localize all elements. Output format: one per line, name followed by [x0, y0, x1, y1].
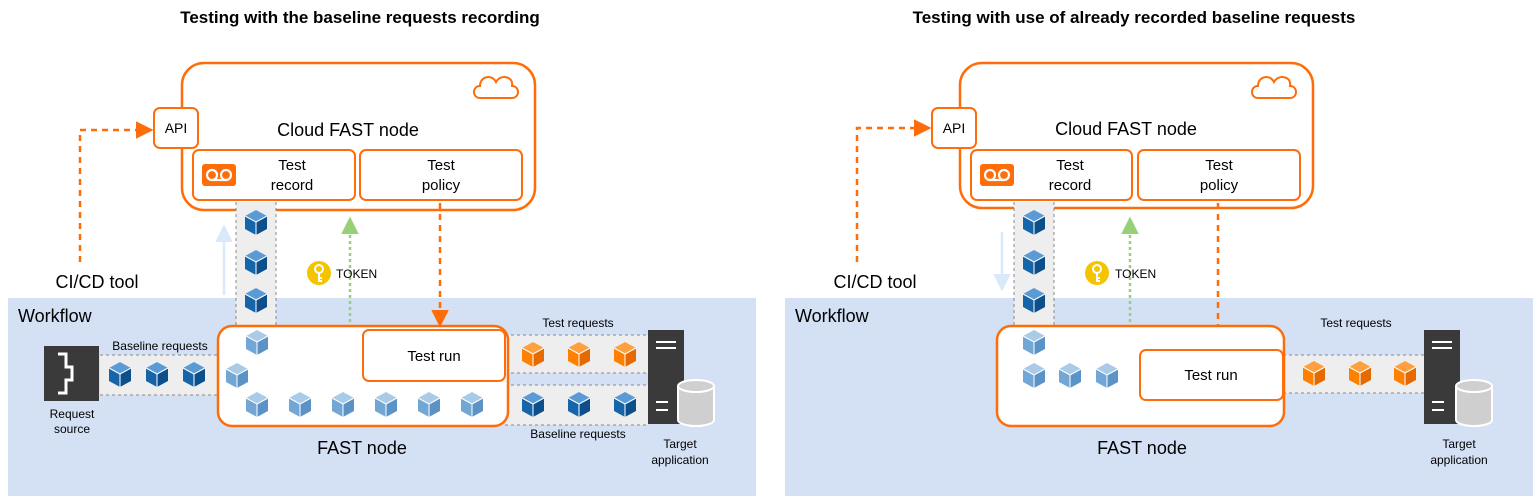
left-test-record-line2: record [271, 177, 314, 194]
right-token-label: TOKEN [1115, 267, 1156, 281]
right-test-record-box [970, 149, 1133, 201]
right-fast-node-label: FAST node [1097, 438, 1187, 458]
database-icon [1455, 379, 1493, 427]
left-token-label: TOKEN [336, 267, 377, 281]
left-test-run-box [362, 329, 506, 382]
right-test-policy-box [1137, 149, 1301, 201]
request-source-line1: Request [50, 407, 95, 421]
request-source-icon [44, 346, 99, 401]
left-test-policy-line1: Test [427, 157, 455, 174]
right-test-requests-label: Test requests [1320, 316, 1391, 330]
right-title: Testing with use of already recorded bas… [913, 8, 1356, 27]
left-cloud-node-label: Cloud FAST node [277, 120, 419, 140]
right-test-record-line1: Test [1056, 157, 1084, 174]
right-api-label: API [943, 120, 966, 136]
right-test-run-box [1139, 349, 1284, 401]
request-source-line2: source [54, 422, 90, 436]
left-target-line2: application [651, 453, 708, 467]
left-test-requests-label: Test requests [542, 316, 613, 330]
left-api-label: API [165, 120, 188, 136]
right-cloud-node-label: Cloud FAST node [1055, 119, 1197, 139]
server-icon [1423, 329, 1461, 425]
record-icon [978, 162, 1016, 188]
left-test-record-line1: Test [278, 157, 306, 174]
left-cicd-label: CI/CD tool [55, 272, 138, 292]
left-workflow-label: Workflow [18, 306, 93, 326]
right-panel: Testing with use of already recorded bas… [785, 8, 1533, 496]
left-fast-node-label: FAST node [317, 438, 407, 458]
right-workflow-label: Workflow [795, 306, 870, 326]
left-test-policy-box [359, 149, 523, 201]
record-icon [200, 162, 238, 188]
right-test-record-line2: record [1049, 177, 1092, 194]
left-target-line1: Target [663, 437, 697, 451]
left-test-policy-line2: policy [422, 177, 461, 194]
right-test-policy-line1: Test [1205, 157, 1233, 174]
database-icon [677, 379, 715, 427]
right-target-line1: Target [1442, 437, 1476, 451]
left-test-record-box [192, 149, 356, 201]
left-baseline-out-label: Baseline requests [530, 427, 625, 441]
right-api-box [931, 107, 977, 149]
left-baseline-in-label: Baseline requests [112, 339, 207, 353]
right-test-run-label: Test run [1184, 367, 1237, 384]
right-test-policy-line2: policy [1200, 177, 1239, 194]
left-title: Testing with the baseline requests recor… [180, 8, 540, 27]
left-panel: Testing with the baseline requests recor… [8, 8, 756, 496]
right-target-line2: application [1430, 453, 1487, 467]
key-icon [1084, 260, 1110, 286]
left-api-box [153, 107, 199, 149]
left-cicd-arrow [78, 121, 154, 262]
right-cicd-label: CI/CD tool [833, 272, 916, 292]
key-icon [306, 260, 332, 286]
right-cicd-arrow [855, 119, 932, 262]
left-test-run-label: Test run [407, 348, 460, 365]
